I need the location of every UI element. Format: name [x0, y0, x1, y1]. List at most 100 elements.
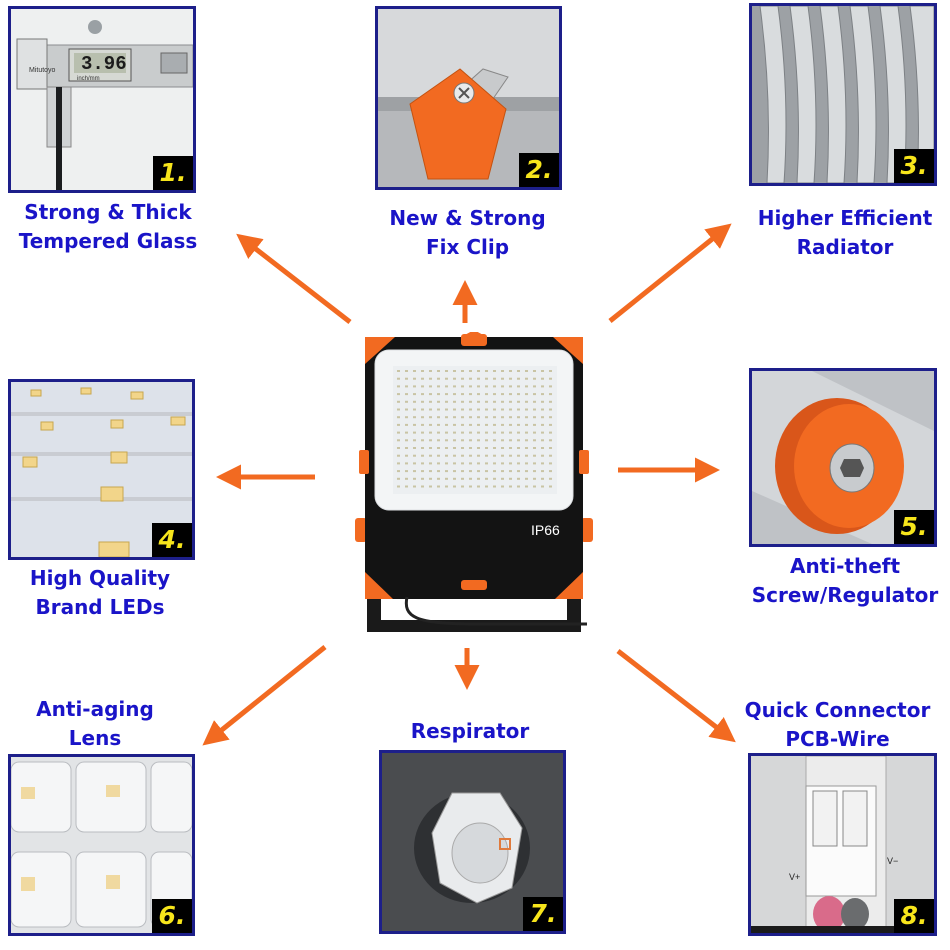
led-dot: [533, 377, 536, 380]
feature-panel-leds: 4.: [8, 379, 195, 560]
feature-panel-anti-theft-screw: 5.: [749, 368, 937, 547]
led-dot: [477, 370, 480, 372]
led-dot: [445, 393, 448, 396]
led-dot: [541, 385, 544, 388]
led-dot: [405, 477, 408, 480]
led-dot: [469, 431, 472, 434]
led-dot: [453, 454, 456, 457]
led-dot: [461, 385, 464, 388]
ip-rating-label: IP66: [531, 522, 560, 538]
led-dot: [493, 408, 496, 411]
led-dot: [541, 439, 544, 442]
feature-number-badge: 8.: [894, 899, 934, 933]
led-dot: [549, 377, 552, 380]
led-dot: [533, 393, 536, 396]
led-dot: [453, 400, 456, 403]
led-dot: [501, 393, 504, 396]
led-dot: [445, 462, 448, 465]
led-dot: [405, 447, 408, 449]
led-dot: [413, 393, 416, 396]
led-dot: [453, 439, 456, 442]
led-dot: [405, 439, 408, 442]
led-dot: [437, 477, 440, 480]
feature-caption-leds: High Quality Brand LEDs: [29, 566, 171, 619]
led-dot: [517, 423, 520, 426]
led-dot: [421, 400, 424, 403]
led-dot: [421, 470, 424, 473]
led-dot: [549, 485, 552, 488]
led-dot: [501, 485, 504, 488]
led-dot: [525, 431, 528, 434]
feature-number-badge: 7.: [523, 897, 563, 931]
led-dot: [397, 431, 400, 434]
led-dot: [461, 454, 464, 457]
led-dot: [501, 385, 504, 388]
led-dot: [549, 385, 552, 388]
led-dot: [453, 470, 456, 473]
led-dot: [517, 447, 520, 449]
led-dot: [421, 485, 424, 488]
led-dot: [397, 370, 400, 372]
led-dot: [493, 423, 496, 426]
led-dot: [509, 447, 512, 449]
led-dot: [541, 393, 544, 396]
led-dot: [469, 477, 472, 480]
led-dot: [445, 485, 448, 488]
led-dot: [533, 416, 536, 419]
led-dot: [509, 423, 512, 426]
led-dot: [549, 447, 552, 449]
feature-number-badge: 3.: [894, 149, 934, 183]
led-dot: [461, 370, 464, 372]
led-dot: [453, 462, 456, 465]
led-dot: [493, 416, 496, 419]
led-dot: [509, 370, 512, 372]
led-dot: [421, 377, 424, 380]
led-dot: [541, 470, 544, 473]
feature-number-badge: 4.: [152, 523, 192, 557]
led-dot: [485, 385, 488, 388]
led-dot: [397, 400, 400, 403]
led-dot: [469, 423, 472, 426]
arrow-to-lens: [202, 645, 327, 746]
feature-panel-fix-clip: 2.: [375, 6, 562, 190]
feature-caption-tempered-glass: Strong & Thick Tempered Glass: [18, 200, 198, 253]
led-dot: [461, 485, 464, 488]
led-dot: [533, 462, 536, 465]
led-dot: [405, 470, 408, 473]
led-dot: [509, 377, 512, 380]
led-dot: [445, 447, 448, 449]
led-dot: [549, 454, 552, 457]
led-dot: [525, 439, 528, 442]
led-dot: [453, 370, 456, 372]
led-dot: [413, 439, 416, 442]
led-dot: [445, 454, 448, 457]
led-dot: [421, 408, 424, 411]
led-dot: [413, 385, 416, 388]
led-dot: [421, 393, 424, 396]
led-dot: [437, 408, 440, 411]
led-dot: [453, 416, 456, 419]
flood-light-product: IP66: [355, 330, 593, 640]
led-dot: [437, 393, 440, 396]
feature-caption-anti-theft-screw: Anti-theft Screw/Regulator: [751, 554, 939, 607]
led-dot: [517, 400, 520, 403]
led-dot: [405, 370, 408, 372]
led-dot: [405, 377, 408, 380]
led-dot: [493, 370, 496, 372]
led-dot: [517, 416, 520, 419]
led-dot: [509, 439, 512, 442]
led-dot: [477, 408, 480, 411]
led-dot: [485, 423, 488, 426]
led-dot: [453, 447, 456, 449]
feature-caption-quick-connector: Quick Connector PCB-Wire: [744, 698, 931, 751]
led-dot: [517, 431, 520, 434]
led-dot: [549, 400, 552, 403]
led-dot: [453, 377, 456, 380]
led-dot: [469, 393, 472, 396]
led-dot: [437, 462, 440, 465]
led-dot: [549, 431, 552, 434]
led-dot: [437, 423, 440, 426]
led-dot: [397, 477, 400, 480]
led-dot: [421, 439, 424, 442]
led-dot: [509, 477, 512, 480]
